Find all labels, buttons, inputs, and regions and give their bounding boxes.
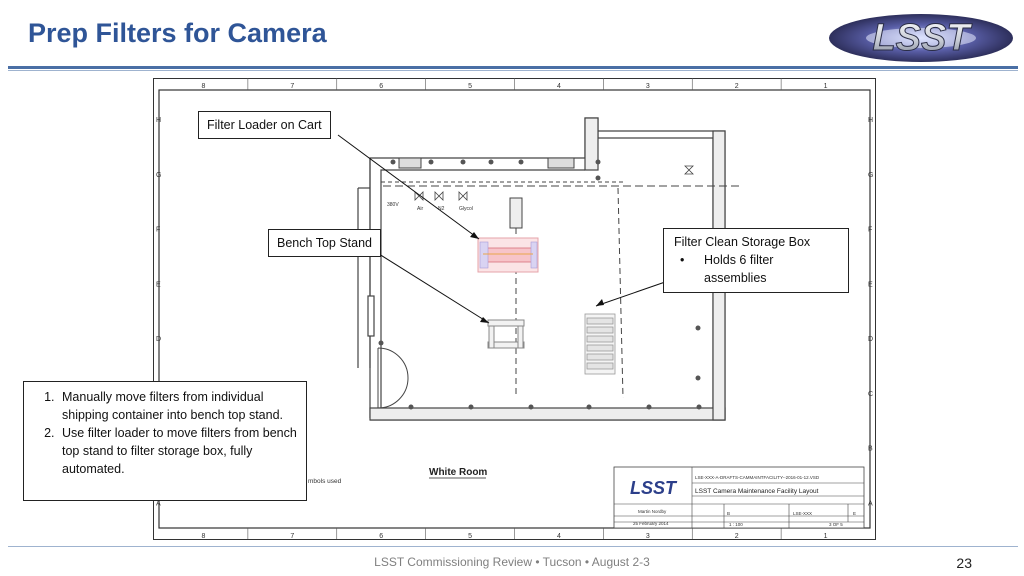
column-number: 7 [290,83,294,90]
title-block-logo: LSST [630,478,678,498]
column-number: 3 [646,533,650,540]
svg-text:LSE-XXX-A-DRAFTS-CAMMAINTFACIL: LSE-XXX-A-DRAFTS-CAMMAINTFACILITY--2016-… [695,475,820,480]
bullet-icon: • [680,253,685,267]
svg-text:25 February 2014: 25 February 2014 [633,521,669,526]
row-letter: A [868,500,873,507]
callout-storage-box-title: Filter Clean Storage Box [674,235,811,249]
symbols-note: mbols used [308,478,342,485]
column-number: 6 [379,533,383,540]
step-item: Use filter loader to move filters from b… [58,424,298,478]
row-letter: A [156,500,161,507]
callout-filter-loader-text: Filter Loader on Cart [207,118,322,132]
callout-storage-box: Filter Clean Storage Box • Holds 6 filte… [663,228,849,293]
row-letter: G [156,172,161,179]
utility-panel [381,157,743,399]
callout-filter-loader: Filter Loader on Cart [198,111,331,139]
bench-top-stand [487,319,525,349]
column-number: 3 [646,83,650,90]
column-number: 5 [468,83,472,90]
svg-text:Glycol: Glycol [459,206,473,212]
logo-text: LSST [872,17,972,59]
column-number: 4 [557,533,561,540]
filter-storage-box [584,313,616,375]
svg-text:1 : 100: 1 : 100 [729,522,743,527]
callout-storage-box-bullet-text: Holds 6 filter assemblies [704,253,774,285]
title-block: LSST LSE-XXX-A-DRAFTS-CAMMAINTFACILITY--… [613,466,865,529]
title-divider-thin [8,70,1018,71]
filter-loader-cart [477,237,539,273]
callout-storage-box-bullet: • Holds 6 filter assemblies [674,251,848,287]
door-swing [377,347,409,409]
svg-text:3 OF 5: 3 OF 5 [829,522,843,527]
row-letter: D [868,336,873,343]
lsst-logo: LSST [829,14,1013,62]
svg-text:380V: 380V [387,202,399,208]
column-number: 8 [201,533,205,540]
row-letter: E [868,281,873,288]
row-letter: G [868,172,873,179]
footer-divider [8,546,1018,547]
row-letter: B [868,446,873,453]
row-letter: F [156,227,160,234]
svg-text:LSST Camera Maintenance Facili: LSST Camera Maintenance Facility Layout [695,488,819,495]
column-number: 2 [735,533,739,540]
column-number: 8 [201,83,205,90]
utility-labels: 380V Air N2 Glycol [387,202,473,212]
row-letter: F [868,227,872,234]
svg-text:Air: Air [417,206,423,212]
arrow-heads [470,232,604,323]
row-letter: C [868,391,873,398]
column-number: 4 [557,83,561,90]
svg-text:B: B [727,511,730,516]
outlet-markers [378,159,702,410]
room-label: White Room [429,467,487,478]
svg-text:E: E [853,511,856,516]
row-letter: H [868,117,873,124]
row-letter: D [156,336,161,343]
svg-text:N2: N2 [438,206,445,212]
column-number: 1 [824,83,828,90]
column-number: 5 [468,533,472,540]
column-labels: 8 8 7 7 6 6 5 5 4 4 3 3 2 2 1 1 [201,78,828,540]
page-number: 23 [956,555,972,571]
callout-arrows [337,134,669,324]
title-divider [8,66,1018,69]
column-number: 7 [290,533,294,540]
footer-text: LSST Commissioning Review • Tucson • Aug… [374,555,650,569]
column-number: 6 [379,83,383,90]
step-item: Manually move filters from individual sh… [58,388,298,424]
steps-list: Manually move filters from individual sh… [30,388,298,478]
callout-bench-top-stand: Bench Top Stand [268,229,381,257]
slide-title: Prep Filters for Camera [28,18,327,48]
column-number: 1 [824,533,828,540]
callout-bench-top-stand-text: Bench Top Stand [277,236,372,250]
column-number: 2 [735,83,739,90]
row-letter: E [156,281,161,288]
callout-steps: Manually move filters from individual sh… [23,381,307,501]
svg-text:LSE-XXX: LSE-XXX [793,511,812,516]
valves [414,165,694,201]
row-letter: H [156,117,161,124]
svg-text:Martin Nordby: Martin Nordby [638,509,667,514]
